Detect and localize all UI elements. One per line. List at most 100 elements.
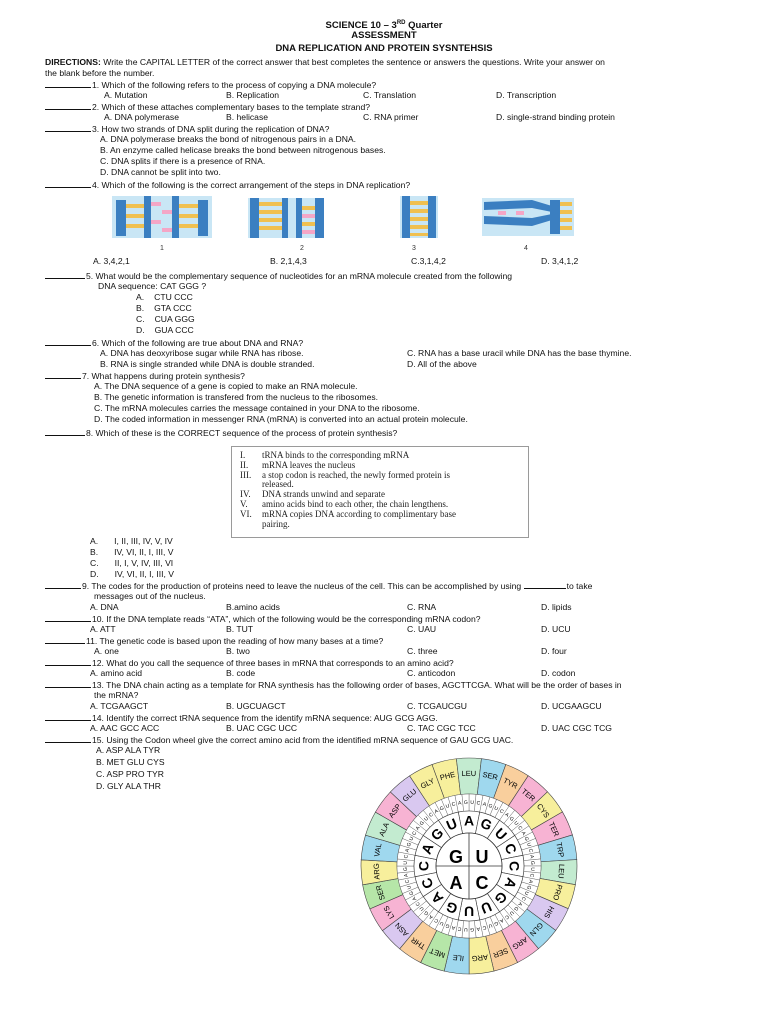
answer-blank-6[interactable]: [45, 337, 91, 346]
answer-blank-10[interactable]: [45, 613, 91, 622]
third-base-letter: A: [434, 808, 441, 815]
third-base-letter: A: [403, 873, 410, 878]
third-base-letter: A: [504, 812, 511, 819]
third-base-letter: A: [451, 924, 456, 931]
q8-choice-a: A.I, II, III, IV, V, IV: [90, 536, 173, 546]
answer-blank-11[interactable]: [45, 635, 85, 644]
third-base-letter: C: [498, 808, 505, 815]
q10-choice-d: D. UCU: [541, 624, 571, 634]
answer-blank-13[interactable]: [45, 679, 91, 688]
third-base-letter: U: [419, 905, 426, 912]
q8-choice-c: C.II, I, V, IV, III, VI: [90, 558, 174, 568]
worksheet-subtitle: ASSESSMENT: [351, 30, 417, 41]
step-IV: IV.DNA strands unwind and separate: [240, 489, 385, 499]
q2-choice-b: B. helicase: [226, 112, 269, 122]
center-base-g: G: [449, 847, 463, 867]
third-base-letter: A: [516, 901, 523, 908]
third-base-letter: U: [493, 805, 499, 812]
center-base-a: A: [450, 873, 463, 893]
answer-blank-12[interactable]: [45, 657, 91, 666]
third-base-letter: C: [519, 895, 526, 902]
question-10: 10. If the DNA template reads “ATA”, whi…: [45, 613, 481, 624]
center-base-u: U: [476, 847, 489, 867]
center-base-c: C: [476, 873, 489, 893]
fill-in-blank-9[interactable]: [523, 580, 566, 589]
answer-blank-9[interactable]: [45, 580, 81, 589]
answer-blank-14[interactable]: [45, 712, 91, 721]
q1-choice-a: A. Mutation: [104, 90, 148, 100]
worksheet-topic: DNA REPLICATION AND PROTEIN SYSNTEHSIS: [275, 43, 493, 54]
third-base-letter: A: [527, 879, 534, 884]
q6-choice-c: C. RNA has a base uracil while DNA has t…: [407, 348, 632, 358]
second-base-letter: A: [464, 813, 474, 829]
question-8: 8. Which of these is the CORRECT sequenc…: [45, 427, 397, 438]
q7-choice-c: C. The mRNA molecules carries the messag…: [94, 403, 420, 413]
q7-choice-d: D. The coded information in messenger RN…: [94, 414, 468, 424]
question-15: 15. Using the Codon wheel give the corre…: [45, 734, 513, 745]
third-base-letter: A: [411, 895, 418, 902]
q2-choice-a: A. DNA polymerase: [104, 112, 179, 122]
step-III-cont: released.: [262, 479, 294, 489]
answer-blank-3[interactable]: [45, 123, 91, 132]
third-base-letter: C: [481, 924, 486, 931]
answer-blank-15[interactable]: [45, 734, 91, 743]
amino-acid-label: VAL: [372, 843, 383, 858]
third-base-letter: G: [470, 926, 474, 932]
q2-choice-d: D. single-strand binding protein: [496, 112, 615, 122]
directions-line-2: the blank before the number.: [45, 68, 155, 78]
q12-choice-c: C. anticodon: [407, 668, 456, 678]
third-base-letter: U: [408, 836, 415, 842]
q5-choice-b: B.GTA CCC: [136, 303, 192, 313]
answer-blank-7[interactable]: [45, 370, 81, 379]
answer-blank-4[interactable]: [45, 179, 91, 188]
third-base-letter: G: [493, 920, 499, 927]
third-base-letter: A: [415, 825, 422, 832]
q3-choice-a: A. DNA polymerase breaks the bond of nit…: [100, 134, 357, 144]
q1-choice-b: B. Replication: [226, 90, 280, 100]
amino-acid-label: SER: [374, 883, 387, 901]
q12-choice-b: B. code: [226, 668, 256, 678]
third-base-letter: G: [529, 861, 535, 865]
protein-synthesis-steps-box: I.tRNA binds to the corresponding mRNA I…: [231, 446, 529, 538]
third-base-letter: C: [411, 830, 418, 837]
amino-acid-label: TRP: [554, 842, 565, 858]
question-12: 12. What do you call the sequence of thr…: [45, 657, 454, 668]
third-base-letter: C: [415, 900, 422, 907]
step-I: I.tRNA binds to the corresponding mRNA: [240, 450, 410, 460]
third-base-letter: A: [428, 913, 435, 920]
answer-blank-8[interactable]: [45, 427, 85, 436]
third-base-letter: A: [520, 831, 527, 838]
q14-choice-b: B. UAC CGC UCC: [226, 723, 298, 733]
third-base-letter: G: [403, 867, 409, 871]
answer-blank-1[interactable]: [45, 79, 91, 88]
answer-blank-5[interactable]: [45, 270, 85, 279]
q13-choice-b: B. UGCUAGCT: [226, 701, 286, 711]
third-base-letter: U: [512, 820, 519, 827]
third-base-letter: U: [487, 922, 493, 929]
third-base-letter: U: [529, 867, 535, 871]
question-3: 3. How two strands of DNA split during t…: [45, 123, 329, 134]
third-base-letter: U: [508, 909, 515, 916]
third-base-letter: G: [523, 836, 530, 842]
third-base-letter: U: [423, 816, 430, 823]
third-base-letter: C: [433, 916, 440, 923]
q11-choice-d: D. four: [541, 646, 567, 656]
q9-continuation: messages out of the nucleus.: [94, 591, 206, 601]
dna-replication-steps-figure: 1 2 3 4: [112, 196, 574, 252]
q5-choice-a: A.CTU CCC: [136, 292, 193, 302]
q10-choice-c: C. UAU: [407, 624, 437, 634]
question-11: 11. The genetic code is based upon the r…: [45, 635, 383, 646]
q8-choice-d: D.IV, VI, II, I, III, V: [90, 569, 174, 579]
q14-choice-d: D. UAC CGC TCG: [541, 723, 612, 733]
step-VI-cont: pairing.: [262, 519, 290, 529]
amino-acid-label: PRO: [551, 883, 564, 901]
replication-step-1-image: [112, 196, 212, 238]
q11-choice-c: C. three: [407, 646, 438, 656]
third-base-letter: C: [404, 878, 411, 883]
answer-blank-2[interactable]: [45, 101, 91, 110]
third-base-letter: G: [525, 884, 532, 890]
q2-choice-c: C. RNA primer: [363, 112, 419, 122]
